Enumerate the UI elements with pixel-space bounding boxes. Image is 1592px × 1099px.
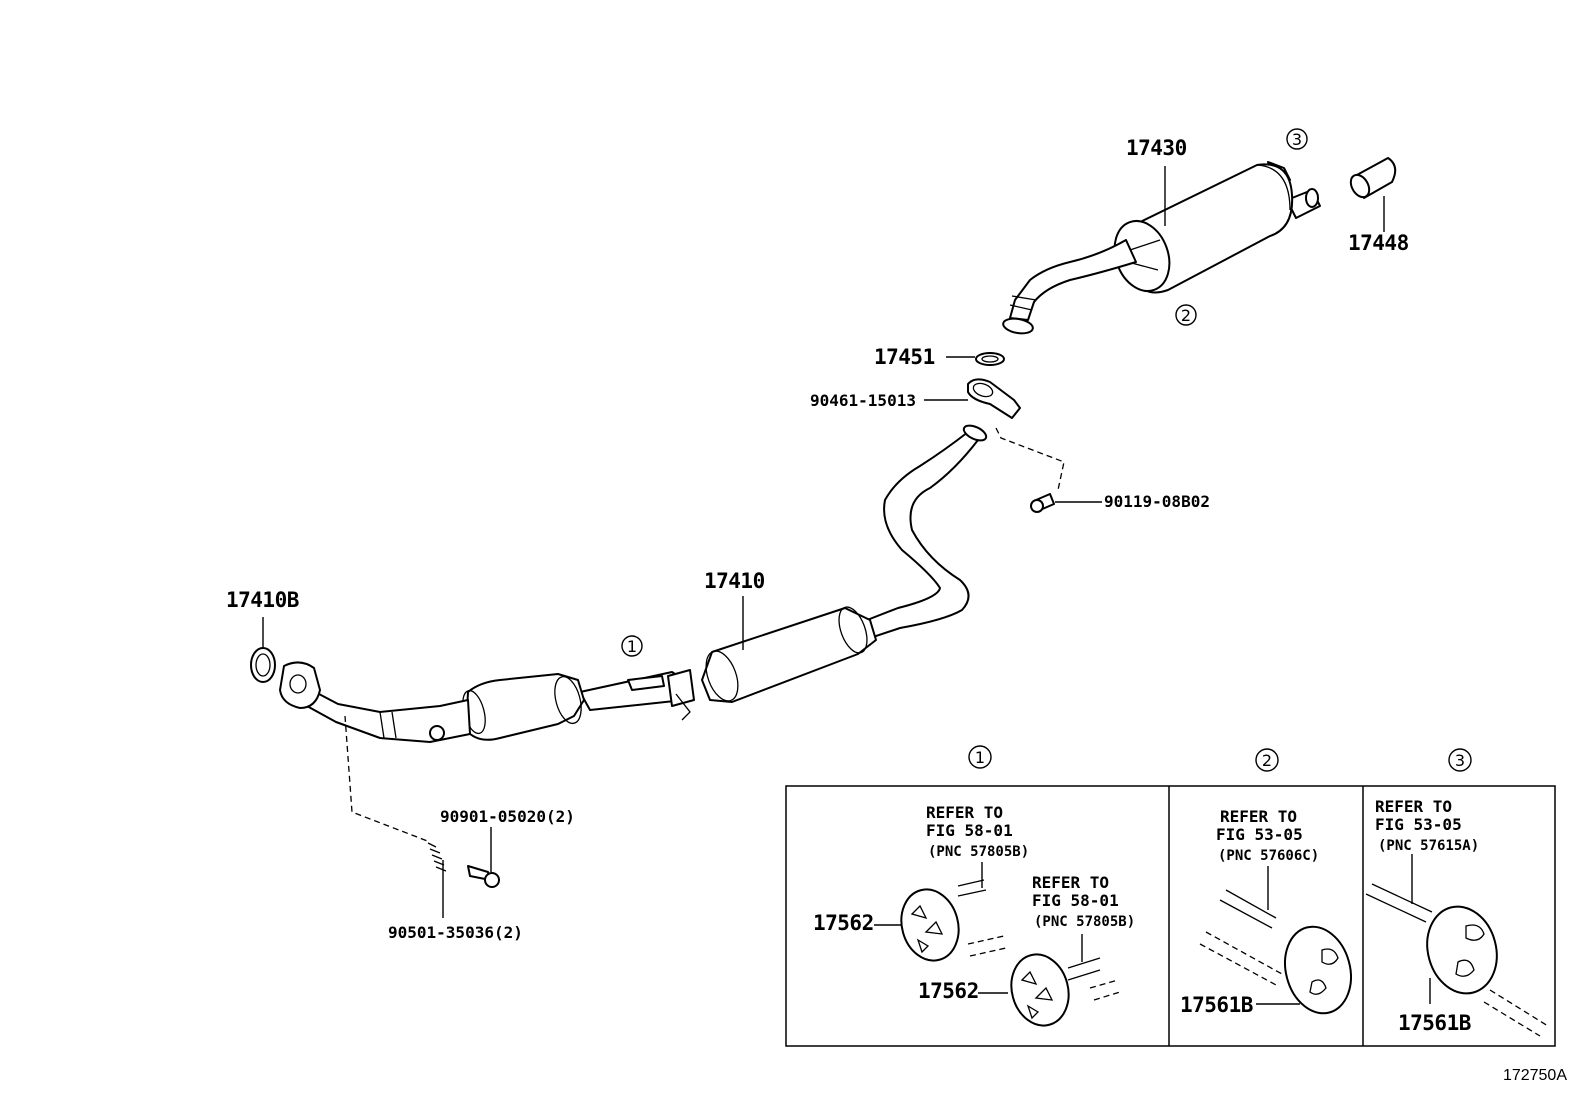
svg-text:2: 2 — [1262, 751, 1272, 770]
svg-text:3: 3 — [1292, 130, 1302, 149]
gasket-17451[interactable] — [975, 352, 1005, 366]
inset1-fig-b: FIG 58-01 — [1032, 891, 1119, 910]
figure-id: 172750A — [1503, 1067, 1567, 1084]
svg-text:1: 1 — [975, 748, 985, 767]
front-pipe[interactable] — [279, 661, 586, 743]
inset-3-marker: 3 — [1448, 748, 1472, 772]
inset2-refer: REFER TO — [1220, 807, 1297, 826]
inset1-pnc-b: (PNC 57805B) — [1034, 914, 1135, 930]
inset1-fig-a: FIG 58-01 — [926, 821, 1013, 840]
label-90461-15013: 90461-15013 — [810, 391, 916, 410]
clamp-90461[interactable] — [967, 378, 1021, 419]
inset3-pnc: (PNC 57615A) — [1378, 838, 1479, 854]
tail-tip[interactable] — [1347, 157, 1397, 200]
inset3-refer: REFER TO — [1375, 797, 1452, 816]
inset1-refer-b: REFER TO — [1032, 873, 1109, 892]
callout-1-main[interactable]: 1 — [621, 635, 643, 657]
callout-2-main[interactable]: 2 — [1175, 304, 1197, 326]
bolt-90119[interactable] — [1030, 493, 1055, 513]
label-17451: 17451 — [874, 345, 935, 369]
label-90119-08B02: 90119-08B02 — [1104, 492, 1210, 511]
inset1-refer-a: REFER TO — [926, 803, 1003, 822]
inset2-fig: FIG 53-05 — [1216, 825, 1303, 844]
gasket-17451-hole — [981, 355, 999, 363]
svg-text:1: 1 — [627, 637, 637, 656]
inset1-pnc-a: (PNC 57805B) — [928, 844, 1029, 860]
inset1-drawing — [874, 862, 1121, 1027]
callout-3-main[interactable]: 3 — [1286, 128, 1308, 150]
label-17448: 17448 — [1348, 231, 1409, 255]
inset-panels — [785, 785, 1556, 1047]
label-17410B: 17410B — [226, 588, 299, 612]
inset2-drawing — [1199, 866, 1352, 1015]
spring-90501[interactable] — [427, 842, 447, 872]
inset3-fig: FIG 53-05 — [1375, 815, 1462, 834]
svg-text:2: 2 — [1181, 306, 1191, 325]
inset3-drawing — [1365, 854, 1549, 1037]
label-17430: 17430 — [1126, 136, 1187, 160]
center-pipe-17410[interactable] — [579, 422, 988, 721]
inset3-part: 17561B — [1398, 1011, 1471, 1035]
label-90501-35036: 90501-35036(2) — [388, 923, 523, 942]
inset-2-marker: 2 — [1255, 748, 1279, 772]
label-90901-05020: 90901-05020(2) — [440, 807, 575, 826]
inset-1-marker: 1 — [968, 745, 992, 769]
muffler-assembly[interactable] — [1002, 161, 1321, 335]
svg-text:3: 3 — [1455, 751, 1465, 770]
inset2-pnc: (PNC 57606C) — [1218, 848, 1319, 864]
label-17410: 17410 — [704, 569, 765, 593]
bolt-90901[interactable] — [467, 865, 500, 888]
inset1-part-a: 17562 — [813, 911, 874, 935]
inset2-part: 17561B — [1180, 993, 1253, 1017]
gasket-17410B[interactable] — [250, 647, 276, 683]
inset1-part-b: 17562 — [918, 979, 979, 1003]
leader-lines — [262, 166, 1385, 918]
